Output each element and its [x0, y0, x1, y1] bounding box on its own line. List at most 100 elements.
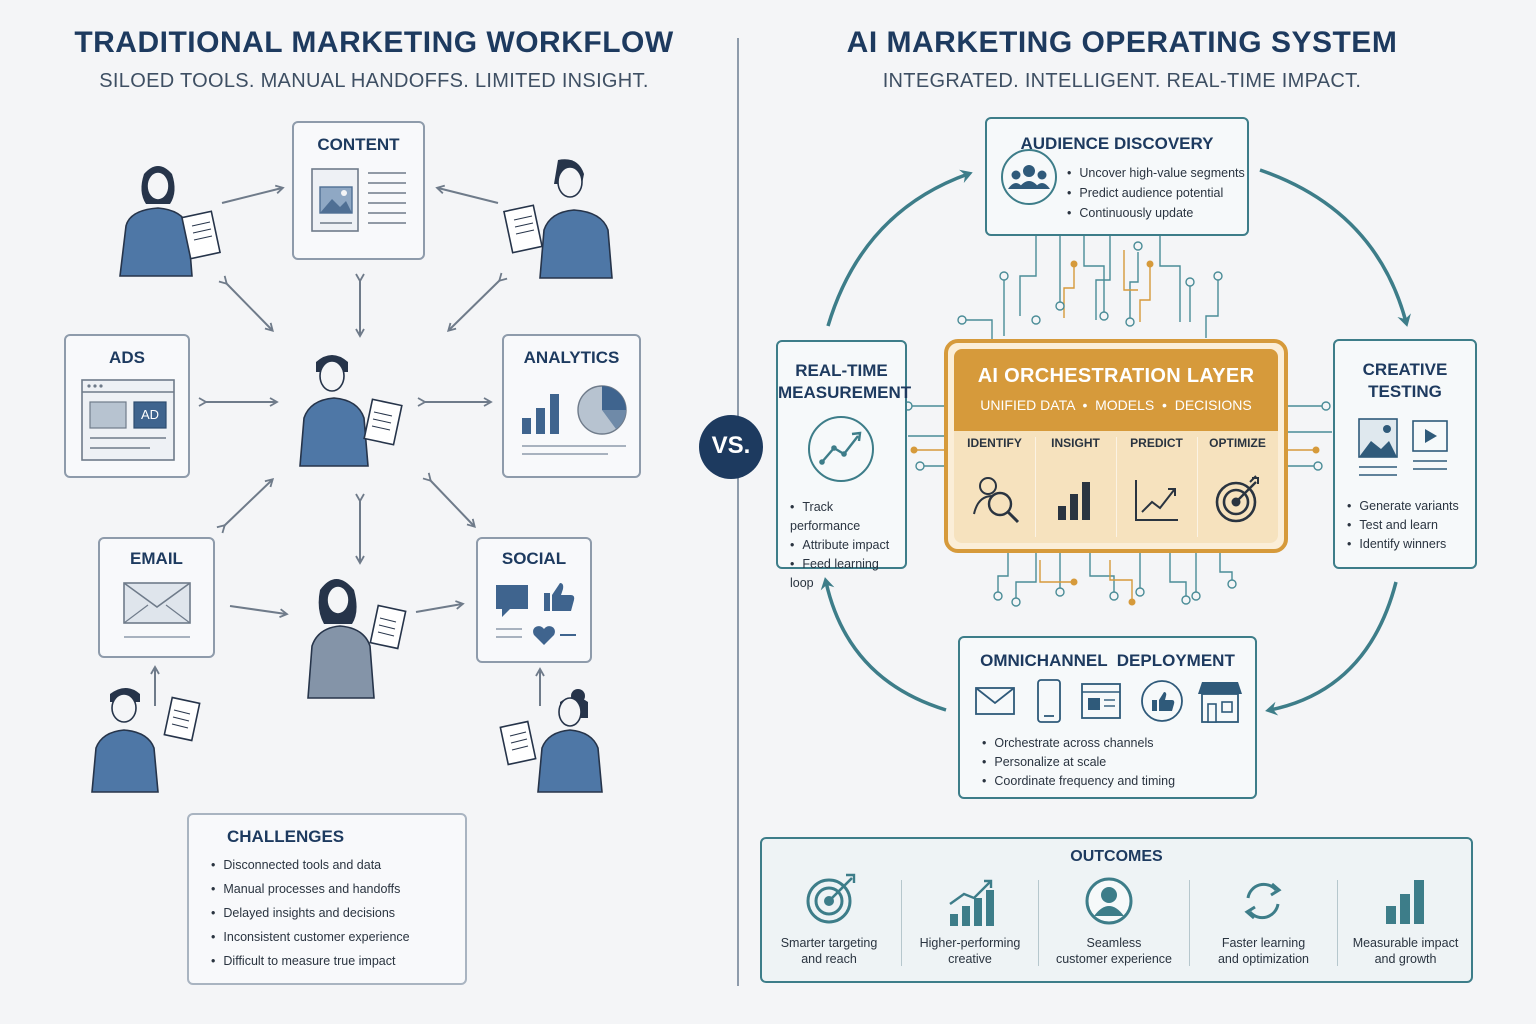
ads-box-title: ADS [109, 348, 145, 367]
outcome-line-2: and optimization [1217, 952, 1310, 966]
outcome-label: Smarter targeting and reach [762, 935, 896, 967]
center-divider [737, 38, 739, 986]
ad-badge: AD [140, 407, 160, 422]
column-divider [1116, 437, 1117, 537]
person-woman-center-bottom [307, 579, 407, 699]
outcome-divider [1337, 880, 1338, 966]
predict-line-icon [1135, 480, 1178, 521]
content-box-title: CONTENT [317, 135, 400, 154]
column-predict: PREDICT [1130, 436, 1183, 450]
list-item: Track performance [790, 498, 905, 536]
creative-title-l2: TESTING [1368, 382, 1442, 401]
orchestration-title: AI ORCHESTRATION LAYER [977, 365, 1255, 387]
social-icons [496, 583, 576, 645]
outcome-line-1: Measurable impact [1352, 936, 1459, 950]
list-item: Continuously update [1067, 203, 1245, 223]
measurement-title-l2: MEASUREMENT [778, 383, 912, 402]
outcome-divider [901, 880, 902, 966]
outcome-line-1: Seamless [1086, 936, 1142, 950]
list-item: Inconsistent customer experience [211, 925, 409, 949]
omnichannel-list: Orchestrate across channels Personalize … [982, 734, 1175, 791]
measurement-title-l1: REAL-TIME [795, 361, 888, 380]
mobile-phone-icon [1037, 679, 1061, 723]
challenges-list: Disconnected tools and data Manual proce… [211, 853, 410, 973]
left-title: TRADITIONAL MARKETING WORKFLOW [74, 26, 674, 59]
envelope-icon [975, 687, 1015, 715]
creative-assets-icon [1358, 418, 1448, 476]
identify-magnifier-icon [973, 477, 1020, 524]
column-insight: INSIGHT [1051, 436, 1100, 450]
outcome-line-2: creative [948, 952, 992, 966]
outcome-label: Measurable impact and growth [1339, 935, 1472, 967]
list-item: Difficult to measure true impact [211, 949, 410, 973]
thumbs-up-icon [1141, 680, 1183, 722]
omnichannel-title: OMNICHANNEL DEPLOYMENT [980, 651, 1235, 670]
list-item: Uncover high-value segments [1067, 163, 1244, 183]
content-box: CONTENT [292, 121, 425, 260]
outcome-line-2: and reach [801, 952, 857, 966]
creative-testing-box: CREATIVE TESTING Generate variants Test … [1333, 339, 1477, 569]
person-woman-top-left [119, 166, 221, 277]
challenges-title: CHALLENGES [227, 827, 345, 846]
user-icon [1085, 877, 1133, 925]
list-item: Test and learn [1347, 516, 1459, 535]
outcome-divider [1189, 880, 1190, 966]
trend-line-icon [808, 416, 874, 482]
outcomes-title: OUTCOMES [1070, 848, 1163, 865]
challenges-box: CHALLENGES Disconnected tools and data M… [187, 813, 467, 985]
browser-ad-icon [81, 379, 175, 461]
target-icon [806, 873, 856, 924]
outcome-line-1: Smarter targeting [780, 936, 878, 950]
orchestration-header [954, 349, 1278, 431]
outcome-line-2: and growth [1374, 952, 1437, 966]
person-man-bottom-left [91, 688, 201, 793]
outcome-divider [1038, 880, 1039, 966]
email-box-title: EMAIL [130, 549, 183, 568]
list-item: Personalize at scale [982, 753, 1175, 772]
list-item: Attribute impact [790, 536, 905, 555]
column-optimize: OPTIMIZE [1209, 436, 1266, 450]
list-item: Identify winners [1347, 535, 1459, 554]
measurement-list: Track performance Attribute impact Feed … [790, 498, 905, 593]
social-box-title: SOCIAL [501, 549, 567, 568]
audience-discovery-box: AUDIENCE DISCOVERY Uncover high-value se… [985, 117, 1249, 236]
column-divider [1197, 437, 1198, 537]
list-item: Coordinate frequency and timing [982, 772, 1175, 791]
audience-list: Uncover high-value segments Predict audi… [1067, 163, 1245, 223]
outcome-line-1: Higher-performing [919, 936, 1021, 950]
analytics-box-title: ANALYTICS [523, 348, 620, 367]
analytics-box: ANALYTICS [502, 334, 641, 478]
column-identify: IDENTIFY [967, 436, 1022, 450]
browser-icon [1081, 683, 1121, 719]
right-title: AI MARKETING OPERATING SYSTEM [846, 26, 1398, 59]
outcome-line-2: customer experience [1055, 952, 1173, 966]
analytics-chart-icon [522, 385, 627, 455]
storefront-icon [1198, 682, 1242, 723]
document-image-icon [311, 168, 406, 232]
left-subtitle: SILOED TOOLS. MANUAL HANDOFFS. LIMITED I… [99, 70, 649, 92]
person-woman-bottom-right [499, 689, 603, 793]
social-box: SOCIAL [476, 537, 592, 663]
list-item: Delayed insights and decisions [211, 901, 410, 925]
outcome-label: Seamless customer experience [1040, 935, 1188, 967]
person-man-center [299, 355, 403, 467]
insight-bar-icon [1058, 482, 1090, 520]
right-subtitle: INTEGRATED. INTELLIGENT. REAL-TIME IMPAC… [882, 70, 1362, 92]
list-item: Orchestrate across channels [982, 734, 1175, 753]
list-item: Feed learning loop [790, 555, 905, 593]
list-item: Manual processes and handoffs [211, 877, 410, 901]
audience-discovery-title: AUDIENCE DISCOVERY [1020, 134, 1214, 153]
ads-box: ADS AD [64, 334, 190, 478]
audience-icon [1001, 149, 1057, 205]
email-box: EMAIL [98, 537, 215, 658]
column-divider [1035, 437, 1036, 537]
orchestration-subtitle: UNIFIED DATA • MODELS • DECISIONS [980, 397, 1252, 413]
list-item: Disconnected tools and data [211, 853, 410, 877]
optimize-target-icon [1215, 475, 1259, 523]
creative-list: Generate variants Test and learn Identif… [1347, 497, 1459, 554]
growth-chart-icon [949, 879, 994, 926]
realtime-measurement-box: REAL-TIME MEASUREMENT Track performance … [776, 340, 912, 590]
refresh-cycle-icon [1244, 882, 1282, 920]
channel-icons [975, 679, 1242, 723]
